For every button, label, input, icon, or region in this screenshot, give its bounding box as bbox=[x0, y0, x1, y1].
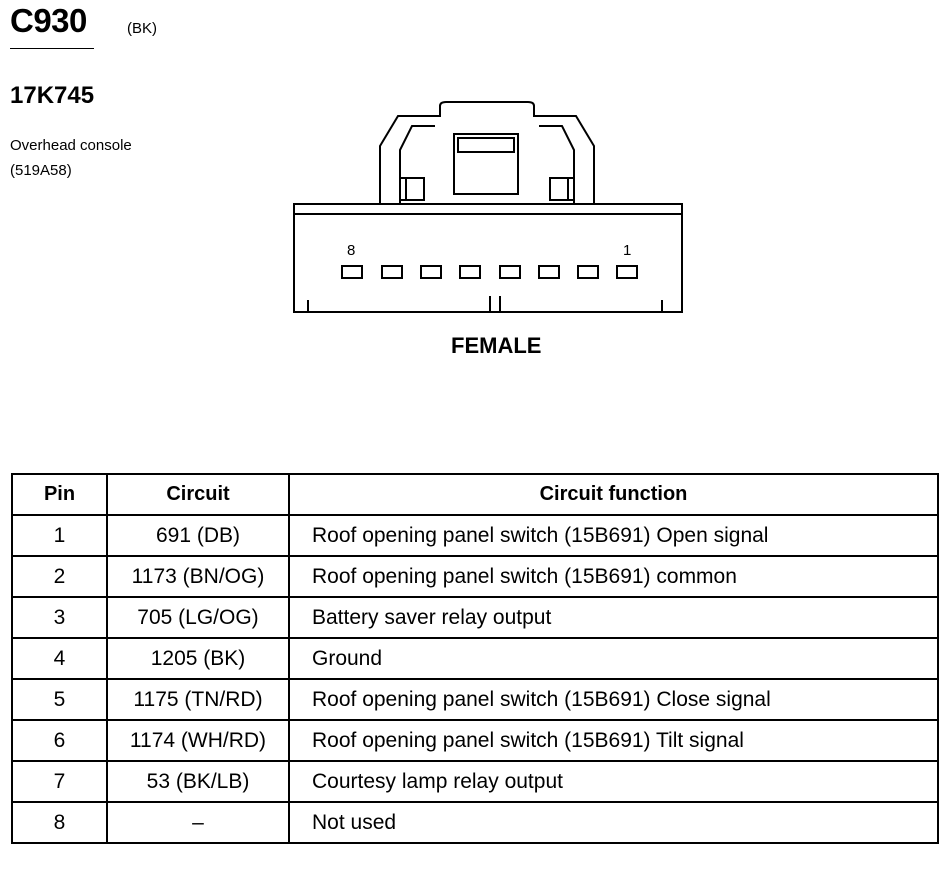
pin-cavity-7 bbox=[381, 265, 403, 279]
table-row: 6 1174 (WH/RD) Roof opening panel switch… bbox=[11, 719, 939, 762]
function-cell: Ground bbox=[288, 637, 939, 680]
connector-latch bbox=[453, 133, 519, 195]
location-name: Overhead console bbox=[10, 137, 132, 154]
pin-cavity-8 bbox=[341, 265, 363, 279]
connector-window-left bbox=[399, 177, 425, 201]
connector-color: (BK) bbox=[127, 20, 157, 37]
pin-cell: 6 bbox=[11, 719, 108, 762]
pin-table: Pin Circuit Circuit function 1 691 (DB) … bbox=[11, 473, 939, 844]
table-row: 3 705 (LG/OG) Battery saver relay output bbox=[11, 596, 939, 639]
connector-body bbox=[293, 203, 683, 313]
table-row: 1 691 (DB) Roof opening panel switch (15… bbox=[11, 514, 939, 557]
pin-cell: 1 bbox=[11, 514, 108, 557]
connector-upper-housing bbox=[379, 101, 595, 204]
pin-cavity-1 bbox=[616, 265, 638, 279]
circuit-cell: – bbox=[106, 801, 290, 844]
table-header-row: Pin Circuit Circuit function bbox=[11, 473, 939, 516]
circuit-cell: 1175 (TN/RD) bbox=[106, 678, 290, 721]
part-number: 17K745 bbox=[10, 82, 95, 109]
pin-cavity-6 bbox=[420, 265, 442, 279]
pin-cell: 5 bbox=[11, 678, 108, 721]
pin-cavity-3 bbox=[538, 265, 560, 279]
function-cell: Roof opening panel switch (15B691) commo… bbox=[288, 555, 939, 598]
pin-label-right: 1 bbox=[623, 242, 631, 259]
connector-gender-label: FEMALE bbox=[451, 333, 542, 358]
pin-cell: 3 bbox=[11, 596, 108, 639]
table-row: 8 – Not used bbox=[11, 801, 939, 844]
circuit-cell: 1174 (WH/RD) bbox=[106, 719, 290, 762]
function-cell: Roof opening panel switch (15B691) Close… bbox=[288, 678, 939, 721]
pin-cavity-5 bbox=[459, 265, 481, 279]
header-circuit-function: Circuit function bbox=[288, 473, 939, 516]
pin-cavity-2 bbox=[577, 265, 599, 279]
pin-cell: 4 bbox=[11, 637, 108, 680]
table-row: 4 1205 (BK) Ground bbox=[11, 637, 939, 680]
pin-label-left: 8 bbox=[347, 242, 355, 259]
connector-window-right bbox=[549, 177, 575, 201]
location-code: (519A58) bbox=[10, 162, 72, 179]
function-cell: Roof opening panel switch (15B691) Open … bbox=[288, 514, 939, 557]
connector-bottom-tab-center bbox=[489, 296, 501, 312]
pin-cell: 8 bbox=[11, 801, 108, 844]
table-row: 7 53 (BK/LB) Courtesy lamp relay output bbox=[11, 760, 939, 803]
circuit-cell: 691 (DB) bbox=[106, 514, 290, 557]
function-cell: Roof opening panel switch (15B691) Tilt … bbox=[288, 719, 939, 762]
connector-id: C930 bbox=[10, 2, 87, 39]
circuit-cell: 1173 (BN/OG) bbox=[106, 555, 290, 598]
circuit-cell: 1205 (BK) bbox=[106, 637, 290, 680]
pin-cell: 2 bbox=[11, 555, 108, 598]
header-pin: Pin bbox=[11, 473, 108, 516]
circuit-cell: 705 (LG/OG) bbox=[106, 596, 290, 639]
function-cell: Battery saver relay output bbox=[288, 596, 939, 639]
pin-cell: 7 bbox=[11, 760, 108, 803]
connector-face-drawing: 8 1 bbox=[293, 101, 683, 313]
circuit-cell: 53 (BK/LB) bbox=[106, 760, 290, 803]
function-cell: Not used bbox=[288, 801, 939, 844]
function-cell: Courtesy lamp relay output bbox=[288, 760, 939, 803]
table-row: 2 1173 (BN/OG) Roof opening panel switch… bbox=[11, 555, 939, 598]
header-circuit: Circuit bbox=[106, 473, 290, 516]
pin-cavity-4 bbox=[499, 265, 521, 279]
connector-id-underline bbox=[10, 48, 94, 49]
table-row: 5 1175 (TN/RD) Roof opening panel switch… bbox=[11, 678, 939, 721]
